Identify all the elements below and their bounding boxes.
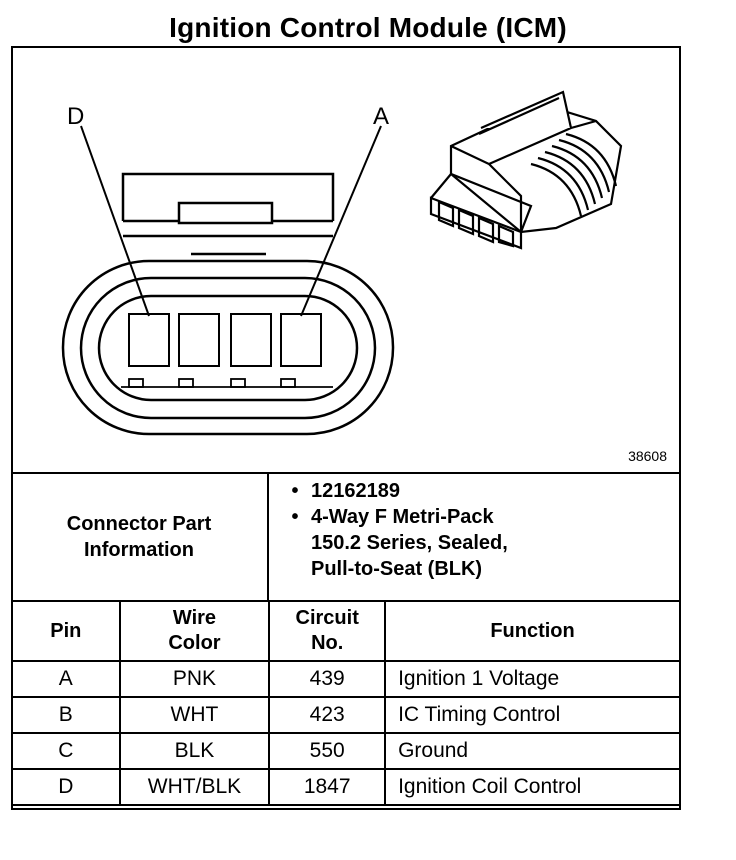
cell-function: Ignition Coil Control <box>384 768 681 806</box>
cell-circuit: 550 <box>268 732 387 770</box>
connector-info-bullets: • 12162189 • 4-Way F Metri-Pack 150.2 Se… <box>279 478 674 582</box>
pin-table: Pin Wire Color Circuit No. Function A PN… <box>11 600 681 806</box>
cell-pin: B <box>11 696 121 734</box>
cell-pin: A <box>11 660 121 698</box>
cell-function: Ignition 1 Voltage <box>384 660 681 698</box>
connector-figure: D A 38608 <box>11 46 681 474</box>
bullet-icon: • <box>291 506 299 528</box>
cell-circuit: 1847 <box>268 768 387 806</box>
cell-wire-color: WHT <box>118 696 271 734</box>
latch-housing <box>121 172 335 221</box>
bullet-icon: • <box>291 480 299 502</box>
pin-label-d: D <box>67 103 84 130</box>
bullet-part-number: • 12162189 <box>279 478 674 504</box>
leader-line-a <box>300 125 382 317</box>
cavity-c <box>178 313 220 367</box>
connector-drawing: D A <box>61 90 623 436</box>
part-number: 12162189 <box>311 480 400 502</box>
pin-label-a: A <box>373 103 389 130</box>
connector-face <box>97 294 359 402</box>
header-pin: Pin <box>11 600 121 662</box>
cell-wire-color: BLK <box>118 732 271 770</box>
header-wire-color: Wire Color <box>118 600 271 662</box>
leader-line-d <box>80 125 150 317</box>
cell-pin: C <box>11 732 121 770</box>
cell-pin: D <box>11 768 121 806</box>
header-circuit-no: Circuit No. <box>268 600 387 662</box>
cavity-d <box>128 313 170 367</box>
cell-function: IC Timing Control <box>384 696 681 734</box>
bullet-connector-type: • 4-Way F Metri-Pack 150.2 Series, Seale… <box>279 504 674 582</box>
connector-outer-shell <box>61 259 395 436</box>
connector-info-heading: Connector Part Information <box>11 474 269 600</box>
cavity-a <box>280 313 322 367</box>
cell-circuit: 439 <box>268 660 387 698</box>
latch-window <box>177 201 274 225</box>
table-row: A PNK 439 Ignition 1 Voltage <box>11 660 681 698</box>
connector-3d-sketch <box>429 90 623 250</box>
table-row: B WHT 423 IC Timing Control <box>11 696 681 734</box>
pin-table-header: Pin Wire Color Circuit No. Function <box>11 600 681 662</box>
table-row: C BLK 550 Ground <box>11 732 681 770</box>
header-function: Function <box>384 600 681 662</box>
cell-wire-color: WHT/BLK <box>118 768 271 806</box>
figure-number: 38608 <box>628 448 667 464</box>
table-row: D WHT/BLK 1847 Ignition Coil Control <box>11 768 681 806</box>
connector-type: 4-Way F Metri-Pack 150.2 Series, Sealed,… <box>311 506 508 580</box>
connector-inner-shell <box>79 276 377 420</box>
outer-frame <box>11 46 681 810</box>
page-title: Ignition Control Module (ICM) <box>169 12 567 43</box>
cell-wire-color: PNK <box>118 660 271 698</box>
cell-function: Ground <box>384 732 681 770</box>
cell-circuit: 423 <box>268 696 387 734</box>
cavity-b <box>230 313 272 367</box>
connector-info-section: Connector Part Information • 12162189 • … <box>11 474 681 602</box>
